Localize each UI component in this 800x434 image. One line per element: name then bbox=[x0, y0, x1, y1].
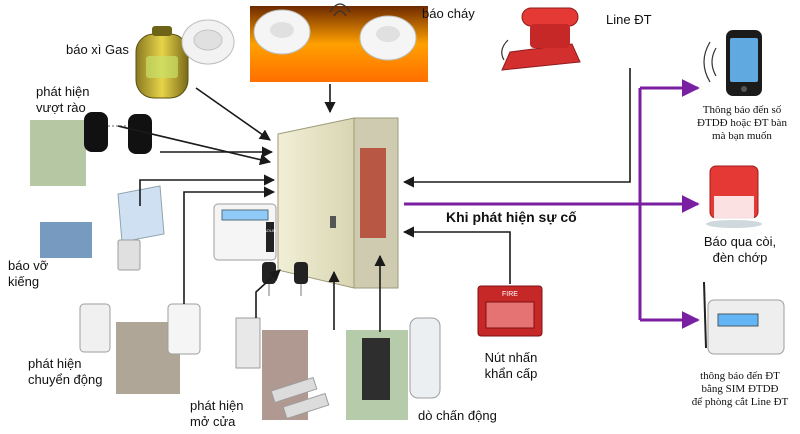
label-headline: Khi phát hiện sự cố bbox=[446, 209, 577, 225]
label-glass-line1: báo vỡ bbox=[8, 258, 49, 273]
label-siren-line1: Báo qua còi, bbox=[703, 234, 777, 249]
panel-brand-text: AOLIN bbox=[264, 228, 276, 233]
label-glass: báo vỡ kiếng bbox=[8, 258, 48, 290]
mobile-phone-icon bbox=[703, 30, 762, 96]
label-glass-line2: kiếng bbox=[8, 274, 40, 289]
arrow-phone-to-panel bbox=[402, 68, 631, 188]
arrow-door-to-panel bbox=[255, 269, 281, 318]
label-door-line2: mở cửa bbox=[190, 414, 236, 429]
label-motion-line2: chuyển động bbox=[28, 372, 103, 387]
output-arrows bbox=[404, 79, 700, 329]
label-fence: phát hiện vượt rào bbox=[36, 84, 90, 116]
label-siren-line2: đèn chớp bbox=[712, 250, 768, 265]
label-vibration: dò chấn động bbox=[418, 408, 497, 423]
label-sim-line1: thông báo đến ĐT bbox=[700, 370, 780, 382]
arrow-fence-top-to-panel bbox=[117, 125, 272, 166]
gsm-dialer-icon bbox=[703, 281, 785, 355]
label-fence-line1: phát hiện bbox=[36, 84, 90, 99]
arrow-glass-to-panel bbox=[139, 174, 276, 206]
label-panic-line1: Nút nhấn bbox=[484, 350, 538, 365]
gas-cylinder-icon bbox=[135, 26, 189, 99]
pir-motion-sensor-icon bbox=[79, 303, 201, 394]
label-sim-line3: để phòng cắt Line ĐT bbox=[691, 396, 789, 408]
gas-detector-icon bbox=[181, 19, 235, 65]
label-door-line1: phát hiện bbox=[190, 398, 244, 413]
label-fire: báo cháy bbox=[422, 6, 475, 21]
magnetic-door-contact-icon bbox=[235, 317, 330, 420]
fire-button-text: FIRE bbox=[502, 291, 518, 298]
arrow-motion-to-panel bbox=[183, 186, 276, 304]
siren-icon bbox=[706, 165, 762, 228]
desk-phone-icon bbox=[501, 7, 581, 71]
vibration-sensor-icon bbox=[346, 317, 441, 420]
label-mobile-line3: mà bạn muốn bbox=[712, 130, 772, 142]
label-panic: Nút nhấn khẩn cấp bbox=[474, 350, 548, 382]
arrow-gas-to-panel bbox=[195, 87, 271, 141]
smoke-detector-icon bbox=[250, 3, 428, 82]
label-mobile: Thông báo đến số ĐTDĐ hoặc ĐT bàn mà bạn… bbox=[686, 104, 798, 143]
label-fence-line2: vượt rào bbox=[36, 100, 86, 115]
label-motion-line1: phát hiện bbox=[28, 356, 82, 371]
input-arrows bbox=[117, 68, 631, 332]
label-phone-line: Line ĐT bbox=[606, 12, 652, 27]
label-siren: Báo qua còi, đèn chớp bbox=[694, 234, 786, 266]
label-gas: báo xì Gas bbox=[66, 42, 129, 57]
label-mobile-line1: Thông báo đến số bbox=[702, 104, 782, 116]
label-mobile-line2: ĐTDĐ hoặc ĐT bàn bbox=[697, 117, 787, 129]
beam-sensor-icon bbox=[30, 112, 152, 186]
alarm-control-panel-icon bbox=[277, 117, 399, 289]
label-motion: phát hiện chuyển động bbox=[28, 356, 102, 388]
label-door: phát hiện mở cửa bbox=[190, 398, 244, 430]
fire-call-point-icon: FIRE bbox=[477, 285, 543, 337]
keypad-icon: AOLIN bbox=[213, 203, 277, 261]
label-sim: thông báo đến ĐT bằng SIM ĐTDĐ để phòng … bbox=[682, 370, 798, 409]
arrow-panic-to-panel bbox=[402, 226, 511, 284]
label-sim-line2: bằng SIM ĐTDĐ bbox=[701, 383, 779, 395]
label-panic-line2: khẩn cấp bbox=[484, 366, 538, 381]
glass-break-sensor-icon bbox=[40, 185, 165, 271]
